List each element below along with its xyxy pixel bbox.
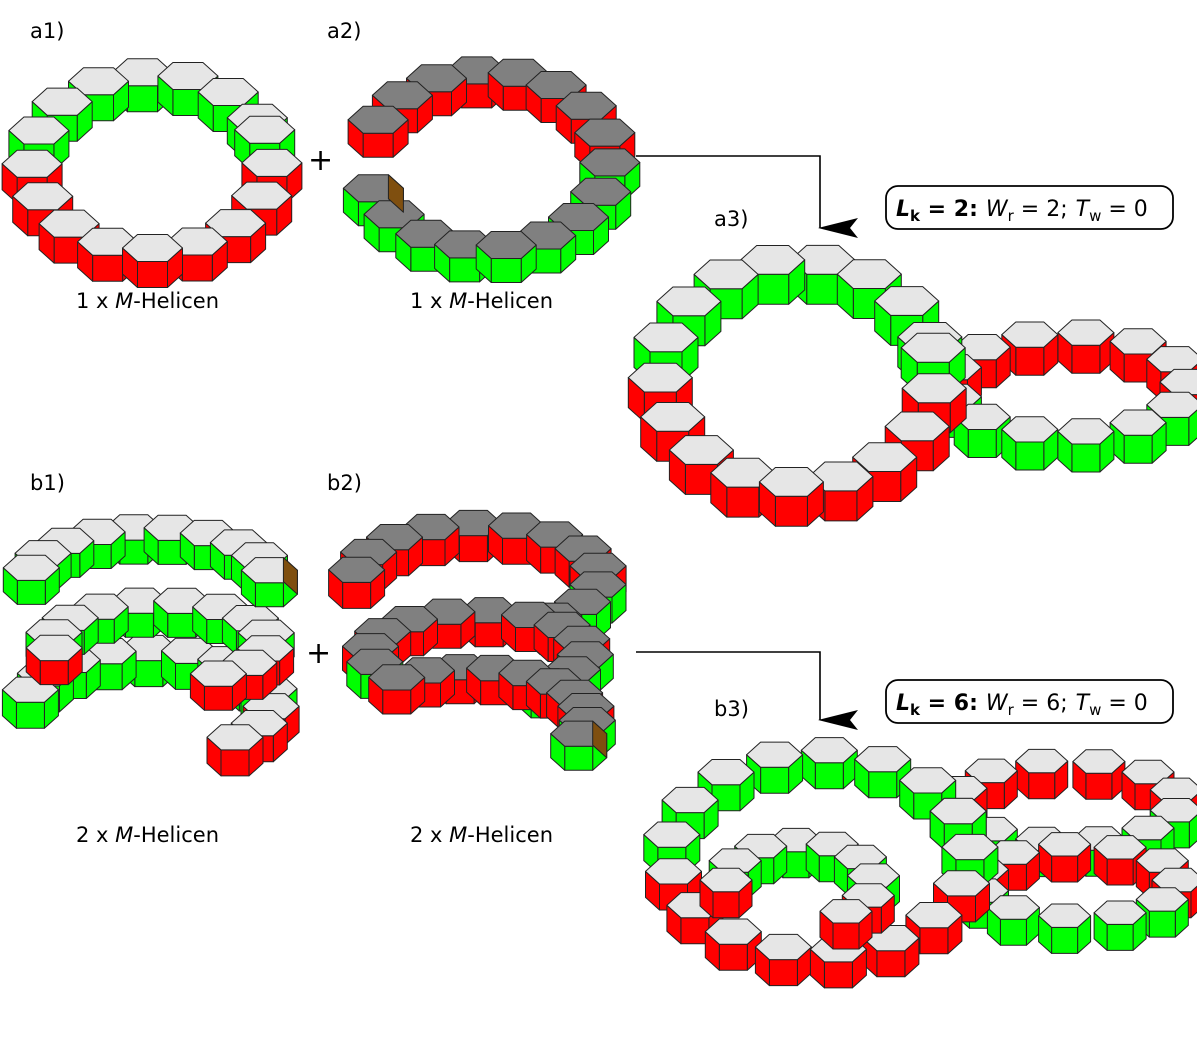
svg-text:Lk = 2:Wr = 2;Tw = 0: Lk = 2:Wr = 2;Tw = 0 bbox=[896, 197, 1148, 225]
molecule-b1-helicene bbox=[1, 514, 300, 777]
molecule-a1-helicene bbox=[1, 58, 303, 288]
panel-label-a1: a1) bbox=[30, 19, 64, 43]
panel-label-a2: a2) bbox=[327, 19, 361, 43]
plus-sign-b: + bbox=[306, 636, 331, 671]
panel-label-b3: b3) bbox=[714, 697, 749, 721]
reaction-arrow-b bbox=[636, 651, 858, 730]
molecule-b3-knot-product bbox=[643, 737, 1197, 989]
svg-text:Lk = 6:Wr = 6;Tw = 0: Lk = 6:Wr = 6;Tw = 0 bbox=[896, 691, 1148, 719]
caption-b2: 2 x M-Helicen bbox=[410, 823, 553, 847]
plus-sign-a: + bbox=[308, 143, 333, 178]
linking-number-box-a: Lk = 2:Wr = 2;Tw = 0 bbox=[885, 185, 1174, 230]
panel-label-b1: b1) bbox=[30, 471, 65, 495]
reaction-arrow-a bbox=[636, 155, 858, 238]
linking-number-box-b: Lk = 6:Wr = 6;Tw = 0 bbox=[885, 679, 1174, 724]
panel-label-b2: b2) bbox=[327, 471, 362, 495]
caption-b1: 2 x M-Helicen bbox=[76, 823, 219, 847]
molecule-a3-knot-product bbox=[627, 244, 1197, 527]
molecule-b2-helicene bbox=[328, 509, 627, 771]
caption-a2: 1 x M-Helicen bbox=[410, 289, 553, 313]
molecule-a2-helicene bbox=[342, 56, 641, 283]
panel-label-a3: a3) bbox=[714, 207, 748, 231]
caption-a1: 1 x M-Helicen bbox=[76, 289, 219, 313]
